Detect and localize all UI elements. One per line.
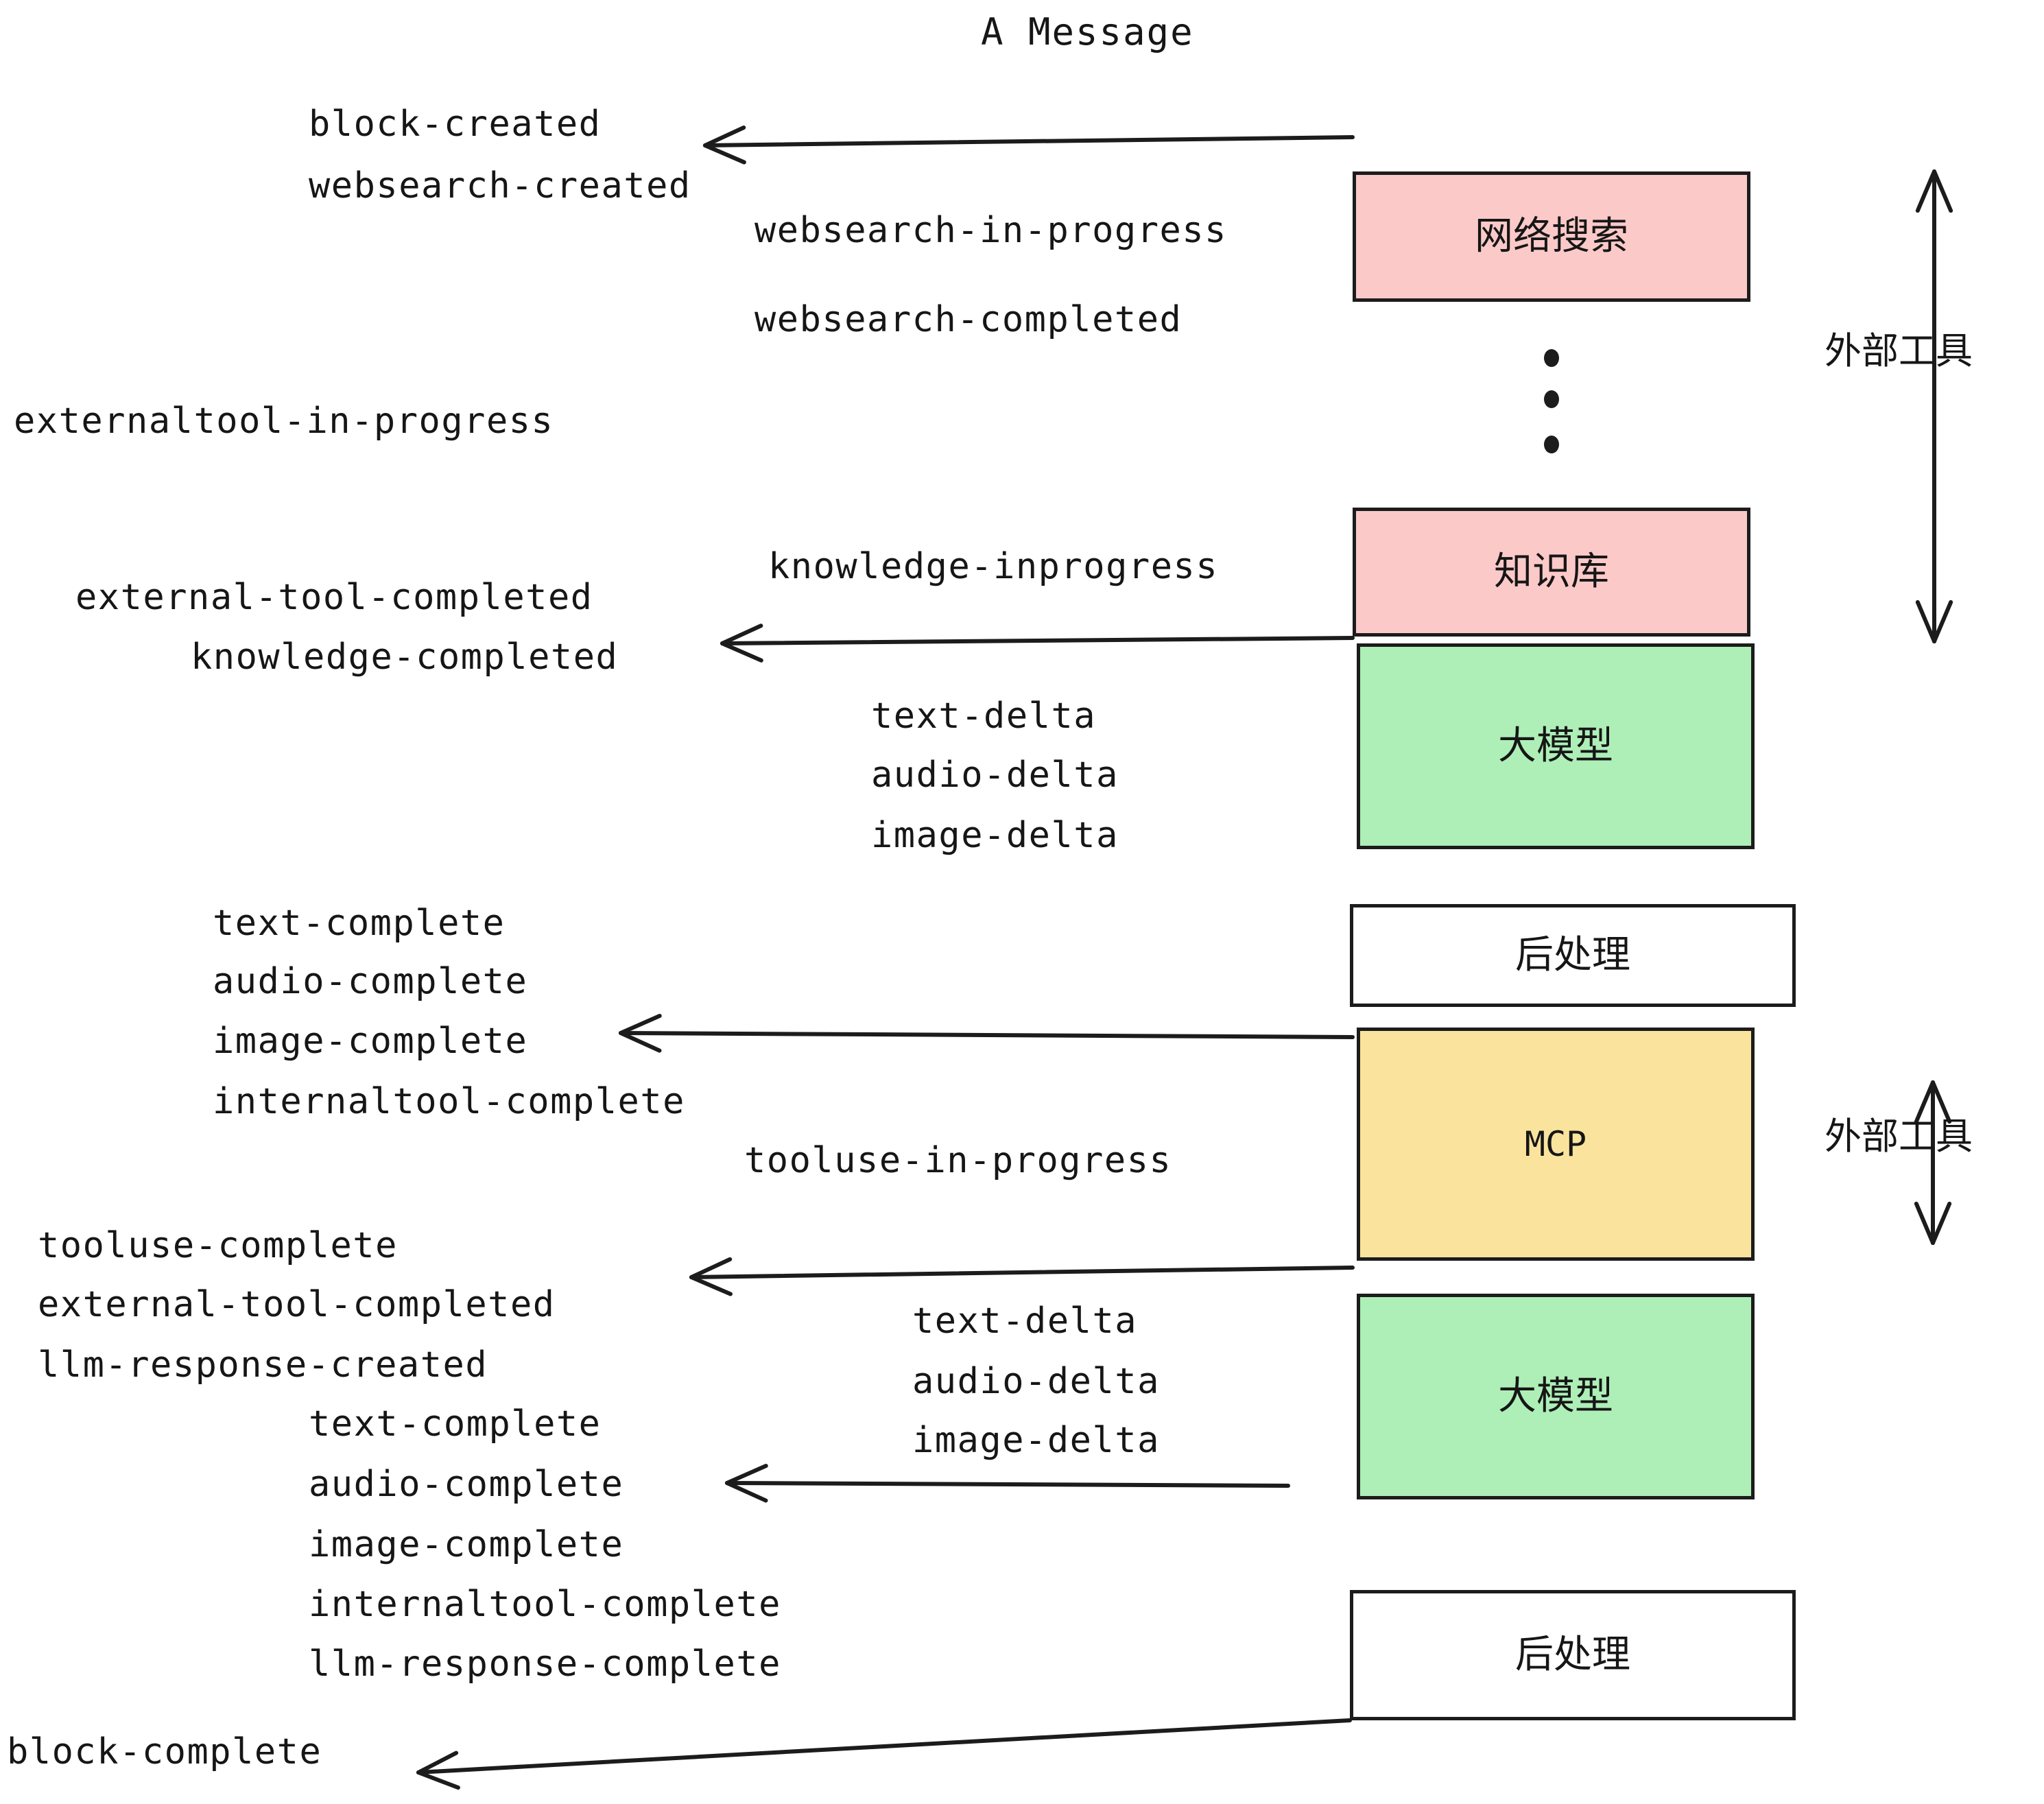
event-label-tooluse-complete: tooluse-complete [38,1225,398,1266]
event-label-audio-delta-1: audio-delta [871,755,1119,796]
page-title: A Message [981,10,1194,54]
event-label-image-delta-2: image-delta [912,1420,1160,1461]
flow-arrow-arrow-image-complete [619,1014,1355,1053]
node-label-knowledge: 知识库 [1494,549,1609,594]
flow-arrow-arrow-knowledge-done [720,624,1355,663]
arrow-head-external-tools-up-top [1915,169,1953,213]
event-label-llm-response-created: llm-response-created [38,1344,488,1386]
event-label-external-tool-completed-1: external-tool-completed [75,577,593,618]
vertical-arrow-external-tools-down-top [1915,382,1953,643]
event-label-knowledge-inprogress: knowledge-inprogress [768,546,1219,587]
node-box-mcp[interactable]: MCP [1357,1028,1755,1261]
node-label-mcp: MCP [1524,1124,1587,1164]
event-label-knowledge-completed: knowledge-completed [191,637,619,678]
event-label-image-complete-1: image-complete [213,1021,528,1062]
event-label-audio-complete-1: audio-complete [213,961,528,1002]
event-label-internaltool-complete-2: internaltool-complete [309,1584,781,1625]
arrow-head-arrow-block-complete [416,1750,460,1790]
node-label-llm-1: 大模型 [1498,724,1613,768]
event-label-externaltool-in-progress: externaltool-in-progress [14,401,554,442]
event-label-text-delta-2: text-delta [912,1301,1138,1342]
event-label-websearch-completed: websearch-completed [754,299,1183,340]
arrow-head-arrow-block-created [703,126,746,165]
arrow-head-arrow-image-complete [619,1014,662,1053]
side-label-external-tools-top: 外部工具 [1825,329,1973,372]
event-label-audio-delta-2: audio-delta [912,1361,1160,1402]
node-label-websearch: 网络搜索 [1475,214,1628,259]
ellipsis-dot-3 [1544,436,1559,453]
node-box-postproc-1[interactable]: 后处理 [1350,904,1796,1007]
event-label-text-delta-1: text-delta [871,696,1097,737]
event-label-block-created: block-created [309,104,602,145]
arrow-head-arrow-audio-complete [725,1463,768,1503]
arrow-head-arrow-tooluse-done [689,1257,733,1296]
node-box-llm-1[interactable]: 大模型 [1357,643,1755,849]
arrow-head-arrow-knowledge-done [720,624,763,663]
flow-arrow-arrow-block-complete [416,1718,1352,1790]
node-box-knowledge[interactable]: 知识库 [1353,508,1750,637]
arrow-head-external-tools-down-bottom [1914,1201,1952,1245]
flow-arrow-arrow-block-created [703,126,1355,165]
ellipsis-dot-1 [1544,349,1559,367]
event-label-text-complete-1: text-complete [213,903,506,944]
vertical-arrow-external-tools-up-top [1915,169,1953,643]
ellipsis-dots-group [1544,349,1559,453]
event-label-websearch-in-progress: websearch-in-progress [754,210,1227,251]
event-label-internaltool-complete-1: internaltool-complete [213,1081,685,1122]
flow-arrow-arrow-audio-complete [725,1463,1290,1503]
event-label-image-complete-2: image-complete [309,1524,624,1565]
event-label-external-tool-completed-2: external-tool-completed [38,1284,556,1325]
side-label-external-tools-bottom: 外部工具 [1825,1115,1973,1158]
node-label-llm-2: 大模型 [1498,1374,1613,1419]
node-label-postproc-2: 后处理 [1515,1633,1630,1677]
event-label-tooluse-in-progress: tooluse-in-progress [744,1140,1172,1181]
event-label-audio-complete-2: audio-complete [309,1464,624,1505]
node-box-llm-2[interactable]: 大模型 [1357,1294,1755,1499]
node-box-websearch[interactable]: 网络搜索 [1353,171,1750,302]
event-label-block-complete: block-complete [7,1731,322,1772]
event-label-image-delta-1: image-delta [871,815,1119,856]
vertical-arrow-external-tools-up-bottom [1914,1080,1952,1245]
ellipsis-dot-2 [1544,390,1559,408]
node-label-postproc-1: 后处理 [1515,933,1630,977]
flow-arrow-arrow-tooluse-done [689,1257,1355,1296]
event-label-text-complete-2: text-complete [309,1403,602,1445]
event-label-llm-response-complete: llm-response-complete [309,1643,781,1685]
event-label-websearch-created: websearch-created [309,165,691,206]
arrow-head-external-tools-down-top [1915,600,1953,643]
node-box-postproc-2[interactable]: 后处理 [1350,1590,1796,1720]
